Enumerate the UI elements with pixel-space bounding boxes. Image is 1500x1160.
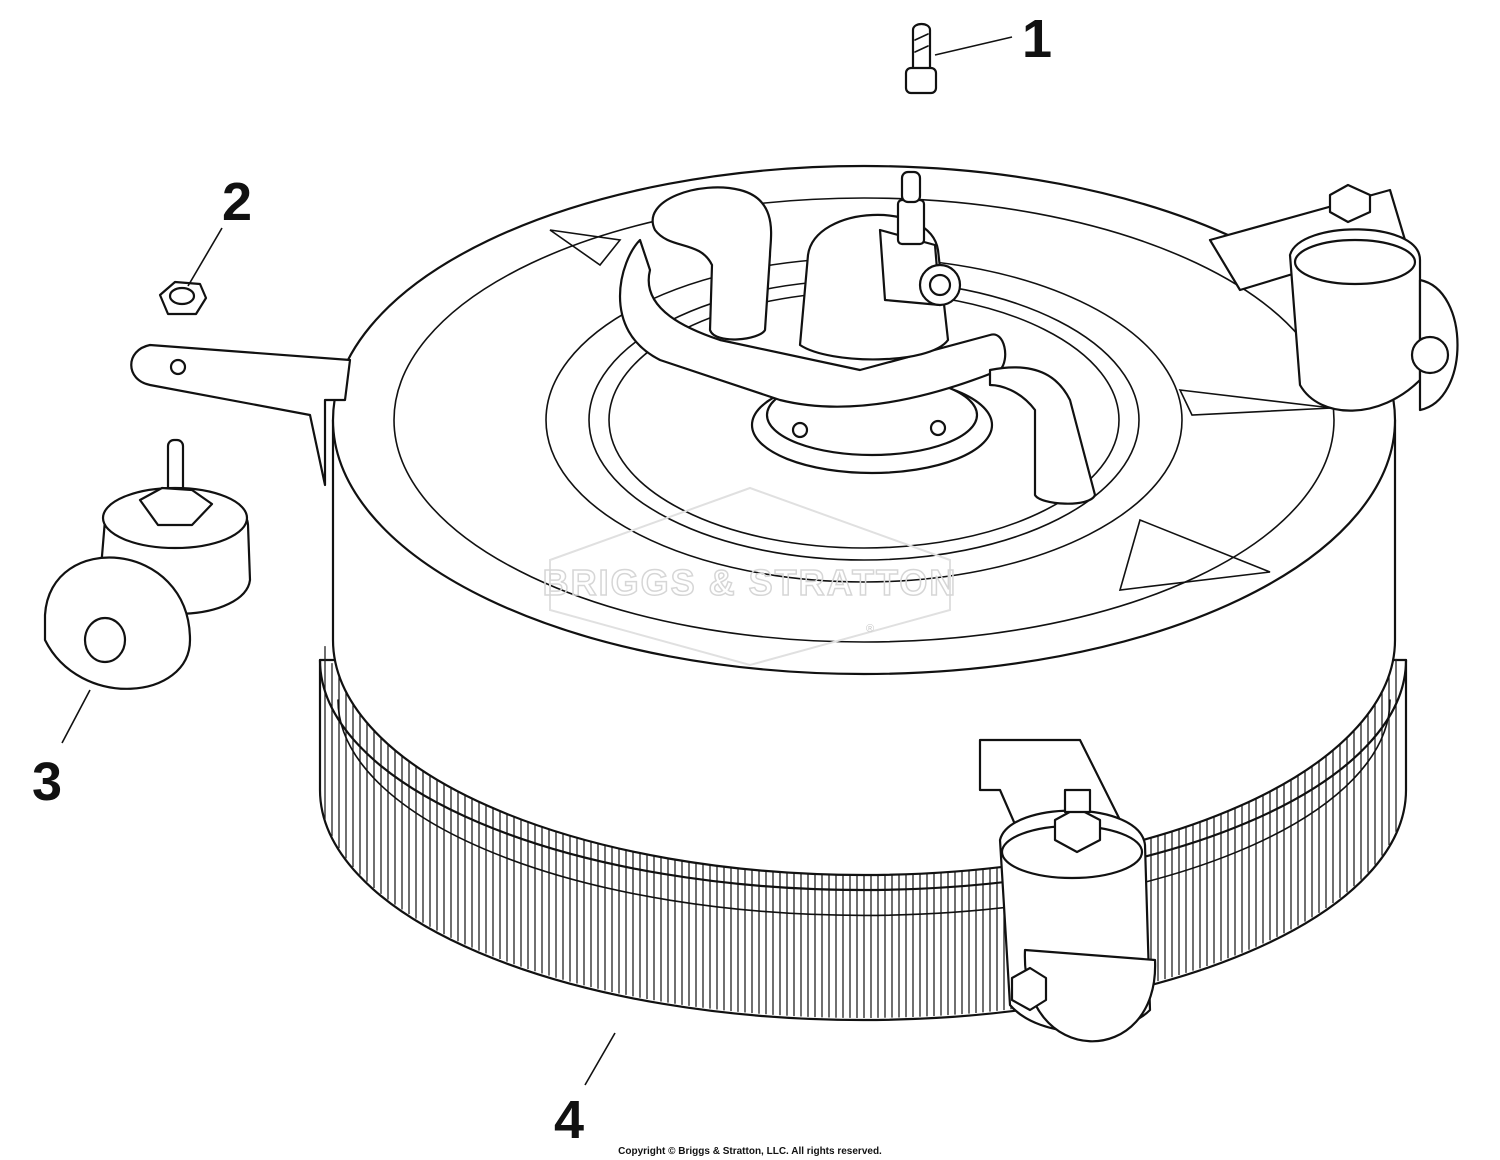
- set-screw-part: [904, 22, 938, 95]
- copyright-notice: Copyright © Briggs & Stratton, LLC. All …: [618, 1146, 882, 1157]
- registered-mark: ®: [866, 623, 874, 635]
- callout-1: 1: [1022, 9, 1052, 69]
- leader-line-3: [61, 689, 91, 744]
- leader-line-1: [934, 36, 1013, 56]
- swivel-caster-part: [43, 438, 252, 690]
- leader-line-2: [187, 227, 223, 287]
- leader-line-4: [584, 1032, 616, 1086]
- callout-4: 4: [554, 1090, 584, 1150]
- leader-lines: [61, 36, 1013, 1086]
- brand-watermark: BRIGGS & STRATTON ®: [542, 486, 958, 667]
- front-caster-assembly: [978, 738, 1157, 1043]
- hex-nut-part: [158, 280, 208, 316]
- spray-hub: [619, 170, 1097, 505]
- callout-2: 2: [222, 172, 252, 232]
- left-bracket: [130, 343, 352, 487]
- right-caster-assembly: [1208, 183, 1459, 412]
- watermark-text: BRIGGS & STRATTON: [543, 562, 958, 603]
- callout-3: 3: [32, 752, 62, 812]
